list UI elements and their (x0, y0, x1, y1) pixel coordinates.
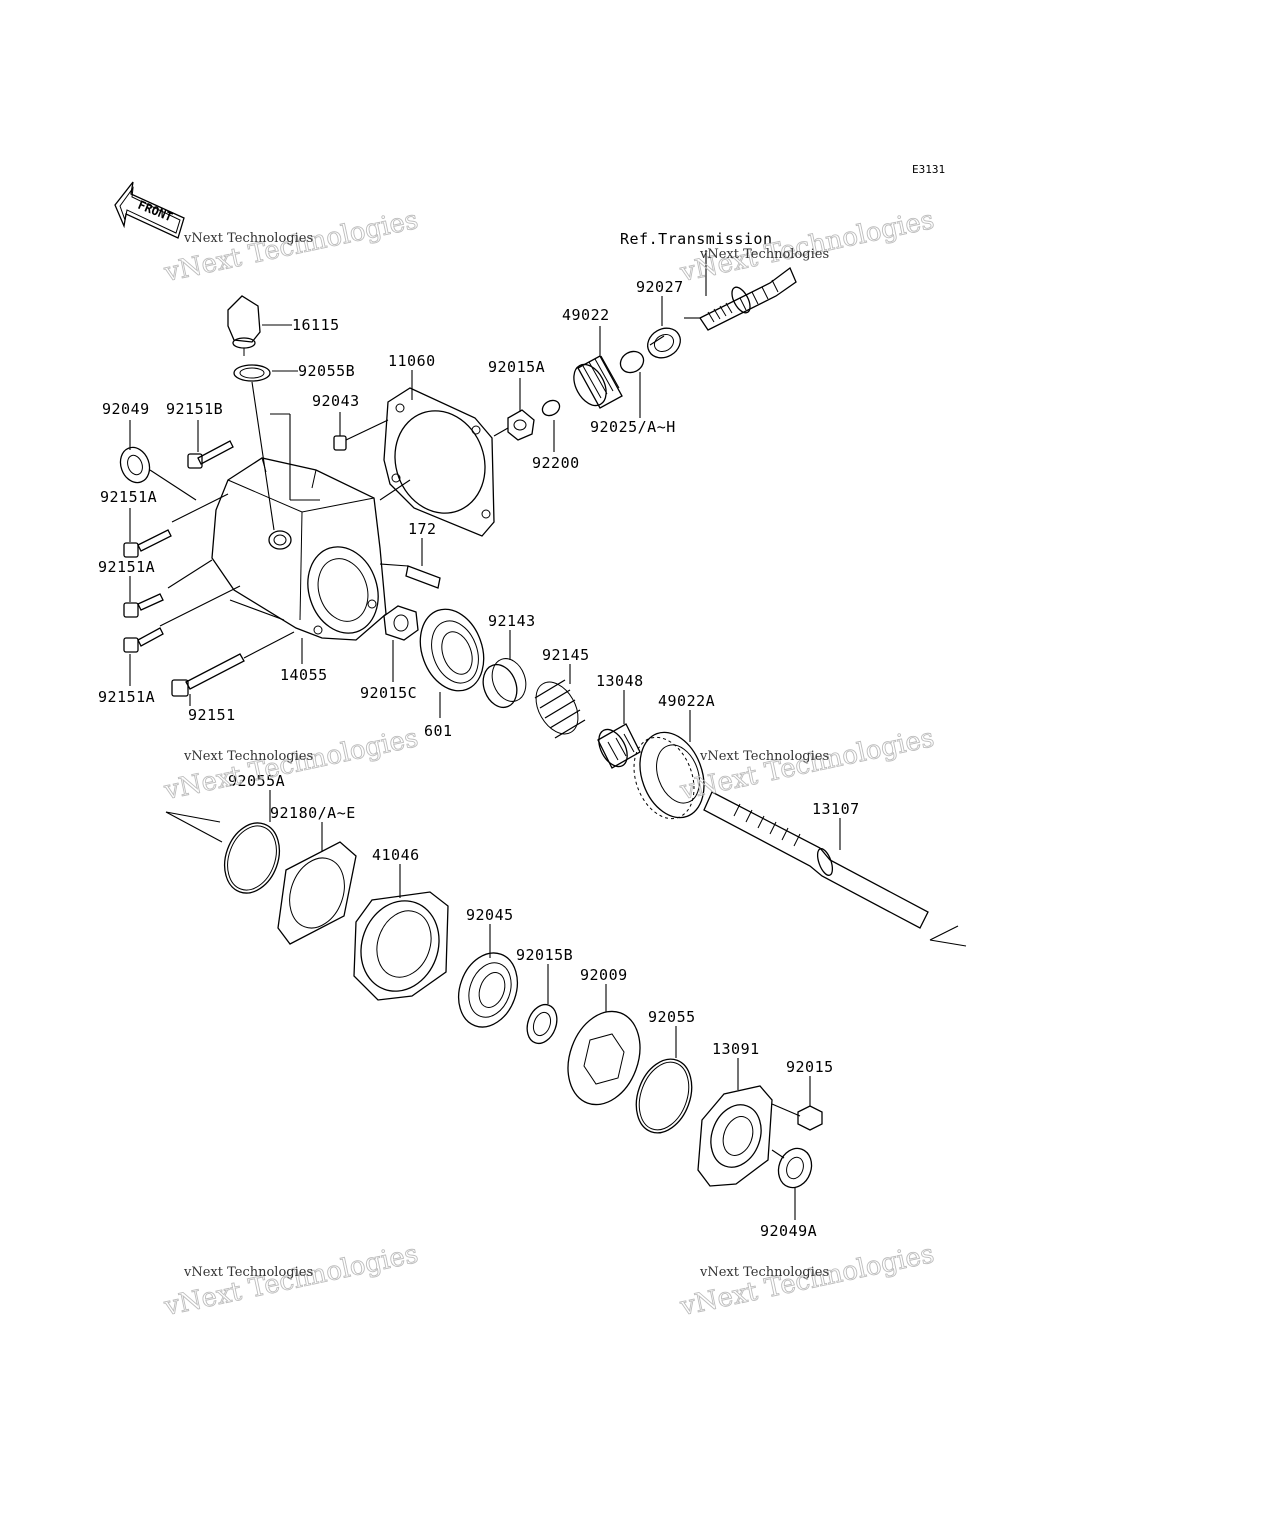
part-label: 92049 (102, 400, 150, 418)
callout-leaders (129, 250, 841, 1220)
shim-92025 (619, 350, 645, 374)
part-label: 92015C (360, 684, 417, 702)
svg-text:vNext Technologies: vNext Technologies (183, 1265, 313, 1280)
part-label: 92043 (312, 392, 360, 410)
gasket-92180 (277, 841, 357, 945)
stud-172 (405, 565, 441, 589)
bolt-92151A-2 (123, 593, 164, 618)
output-shaft-13107 (703, 791, 929, 929)
svg-text:vNext Technologies: vNext Technologies (161, 1239, 421, 1322)
bolt-92151B (187, 440, 234, 469)
svg-text:vNext Technologies: vNext Technologies (699, 749, 829, 764)
svg-text:vNext Technologies: vNext Technologies (161, 723, 421, 806)
nut-92015A (507, 409, 535, 441)
part-label: 92151A (100, 488, 157, 506)
part-label: 11060 (388, 352, 436, 370)
svg-text:vNext Technologies: vNext Technologies (161, 205, 421, 288)
part-label: 92055B (298, 362, 355, 380)
part-label: 92180/A~E (270, 804, 356, 822)
part-label: 13048 (596, 672, 644, 690)
part-label: 92200 (532, 454, 580, 472)
part-label: 92151A (98, 688, 155, 706)
part-label: 49022 (562, 306, 610, 324)
part-label: 92015A (488, 358, 545, 376)
part-label: 13107 (812, 800, 860, 818)
washer-92200 (541, 399, 561, 417)
washer-92027 (647, 327, 681, 359)
part-label: 16115 (292, 316, 340, 334)
svg-text:vNext Technologies: vNext Technologies (183, 231, 313, 246)
part-label: 49022A (658, 692, 715, 710)
part-label: 92055 (648, 1008, 696, 1026)
bolt-92151 (171, 653, 245, 697)
watermark: vNext Technologies vNext Technologies vN… (160, 205, 937, 1323)
bevel-gear-49022A (633, 731, 705, 820)
svg-text:vNext Technologies: vNext Technologies (677, 723, 937, 806)
bolt-92151A-3 (123, 627, 164, 653)
part-label: 92025/A~H (590, 418, 676, 436)
ref-transmission-note: Ref.Transmission (620, 230, 773, 248)
o-ring-92055 (635, 1058, 693, 1134)
part-labels: 16115 92055B 11060 92043 92049 92151B 92… (98, 278, 860, 1240)
spring-92145 (534, 679, 586, 739)
part-label: 92045 (466, 906, 514, 924)
dowel-pin-92043 (333, 435, 347, 451)
part-label: 92143 (488, 612, 536, 630)
front-arrow-icon: FRONT (114, 181, 185, 239)
part-label: 13091 (712, 1040, 760, 1058)
cover-13091 (697, 1085, 773, 1187)
part-label: 92151A (98, 558, 155, 576)
part-label: 14055 (280, 666, 328, 684)
bolt-92151A-1 (123, 529, 172, 558)
o-ring-92055B (233, 364, 271, 382)
nut-92015B (526, 1003, 558, 1045)
transmission-shaft-ref (699, 266, 797, 331)
svg-text:vNext Technologies: vNext Technologies (699, 247, 829, 262)
part-label: 601 (424, 722, 453, 740)
svg-text:vNext Technologies: vNext Technologies (699, 1265, 829, 1280)
assembly-lines (149, 317, 967, 1159)
svg-text:vNext Technologies: vNext Technologies (677, 1239, 937, 1322)
bearing-92045 (458, 952, 518, 1028)
part-label: 92015B (516, 946, 573, 964)
bearing-601 (419, 608, 485, 692)
sleeve-13048 (597, 723, 641, 769)
part-label: 92027 (636, 278, 684, 296)
part-label: 92015 (786, 1058, 834, 1076)
part-label: 92055A (228, 772, 285, 790)
part-label: 41046 (372, 846, 420, 864)
part-label: 92145 (542, 646, 590, 664)
housing-14055 (211, 457, 387, 641)
diagram-code: E3131 (912, 163, 945, 176)
part-label: 92151B (166, 400, 223, 418)
part-label: 92151 (188, 706, 236, 724)
svg-text:vNext Technologies: vNext Technologies (183, 749, 313, 764)
cover-41046 (353, 891, 449, 1001)
gasket-11060 (383, 387, 495, 537)
bevel-gear-49022 (573, 355, 623, 409)
filler-cap-16115 (227, 295, 261, 356)
part-label: 92049A (760, 1222, 817, 1240)
part-label: 172 (408, 520, 437, 538)
seal-92009 (567, 1010, 641, 1106)
o-ring-92055A (223, 822, 281, 894)
nut-92015 (797, 1105, 823, 1131)
seal-92049 (119, 446, 151, 484)
part-label: 92009 (580, 966, 628, 984)
nut-92015C (383, 605, 419, 641)
seal-92049A (777, 1147, 813, 1189)
collar-92143 (482, 658, 527, 709)
